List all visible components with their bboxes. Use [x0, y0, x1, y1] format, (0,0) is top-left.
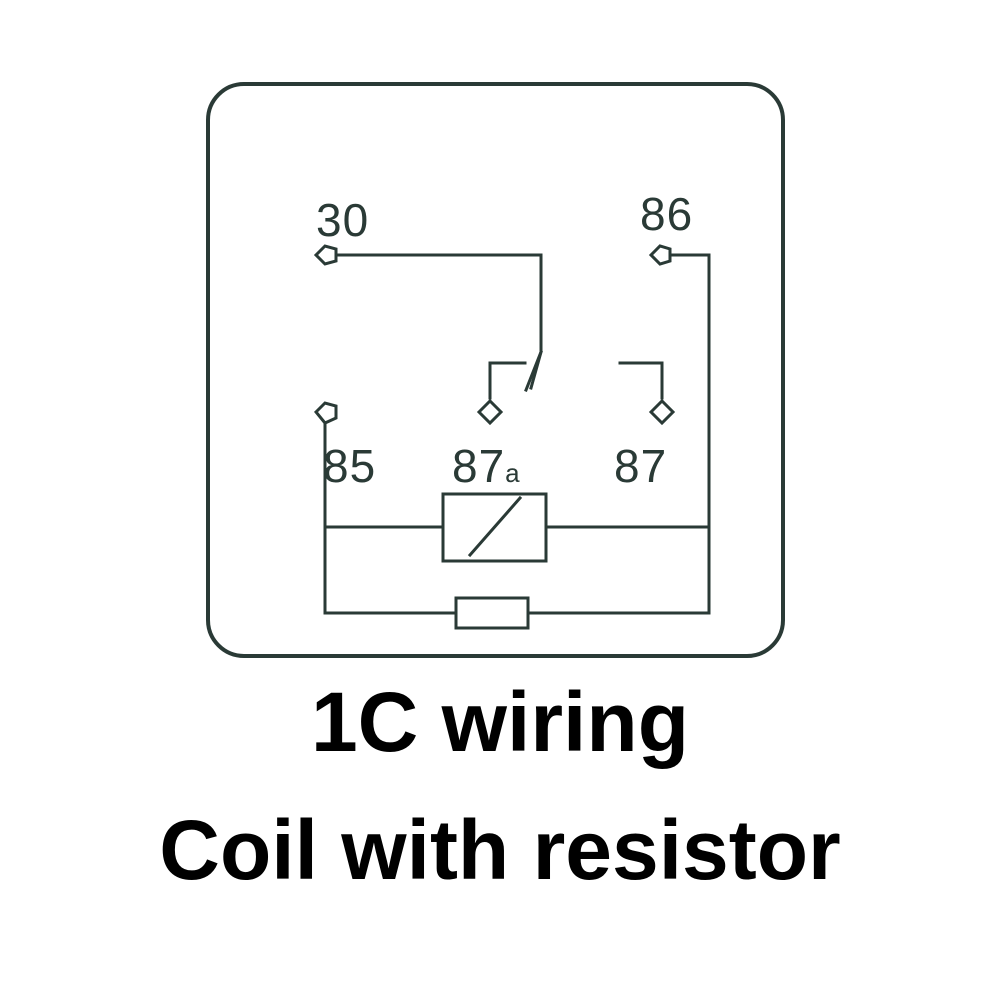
pin-label-87: 87 [614, 440, 667, 492]
pin-terminal-86 [648, 244, 672, 266]
pin-label-87a-sub: a [505, 458, 520, 488]
coil-diagonal [467, 495, 523, 558]
pin-label-86: 86 [640, 188, 693, 240]
pin-terminal-30 [313, 244, 338, 266]
wire-30-to-switch [334, 253, 543, 390]
wire-86-down [526, 253, 711, 615]
pin-terminal-85 [313, 401, 338, 425]
wire-87a-contact [488, 361, 527, 400]
pin-terminal-87 [648, 398, 676, 426]
pin-label-30: 30 [316, 194, 369, 246]
wire-87-contact [618, 361, 664, 400]
caption-subtitle: Coil with resistor [159, 803, 841, 897]
relay-wiring-diagram: 30 86 85 87a 87 [206, 82, 785, 658]
switch-blade [524, 350, 543, 392]
pin-terminal-87a [476, 398, 504, 426]
pin-label-85: 85 [323, 440, 376, 492]
pin-label-87a-main: 87 [452, 440, 505, 492]
caption-title: 1C wiring [310, 675, 690, 769]
wire-85-down [323, 421, 458, 615]
resistor-symbol [454, 596, 530, 630]
pin-label-87a: 87a [452, 440, 521, 492]
relay-housing-frame [206, 82, 785, 658]
